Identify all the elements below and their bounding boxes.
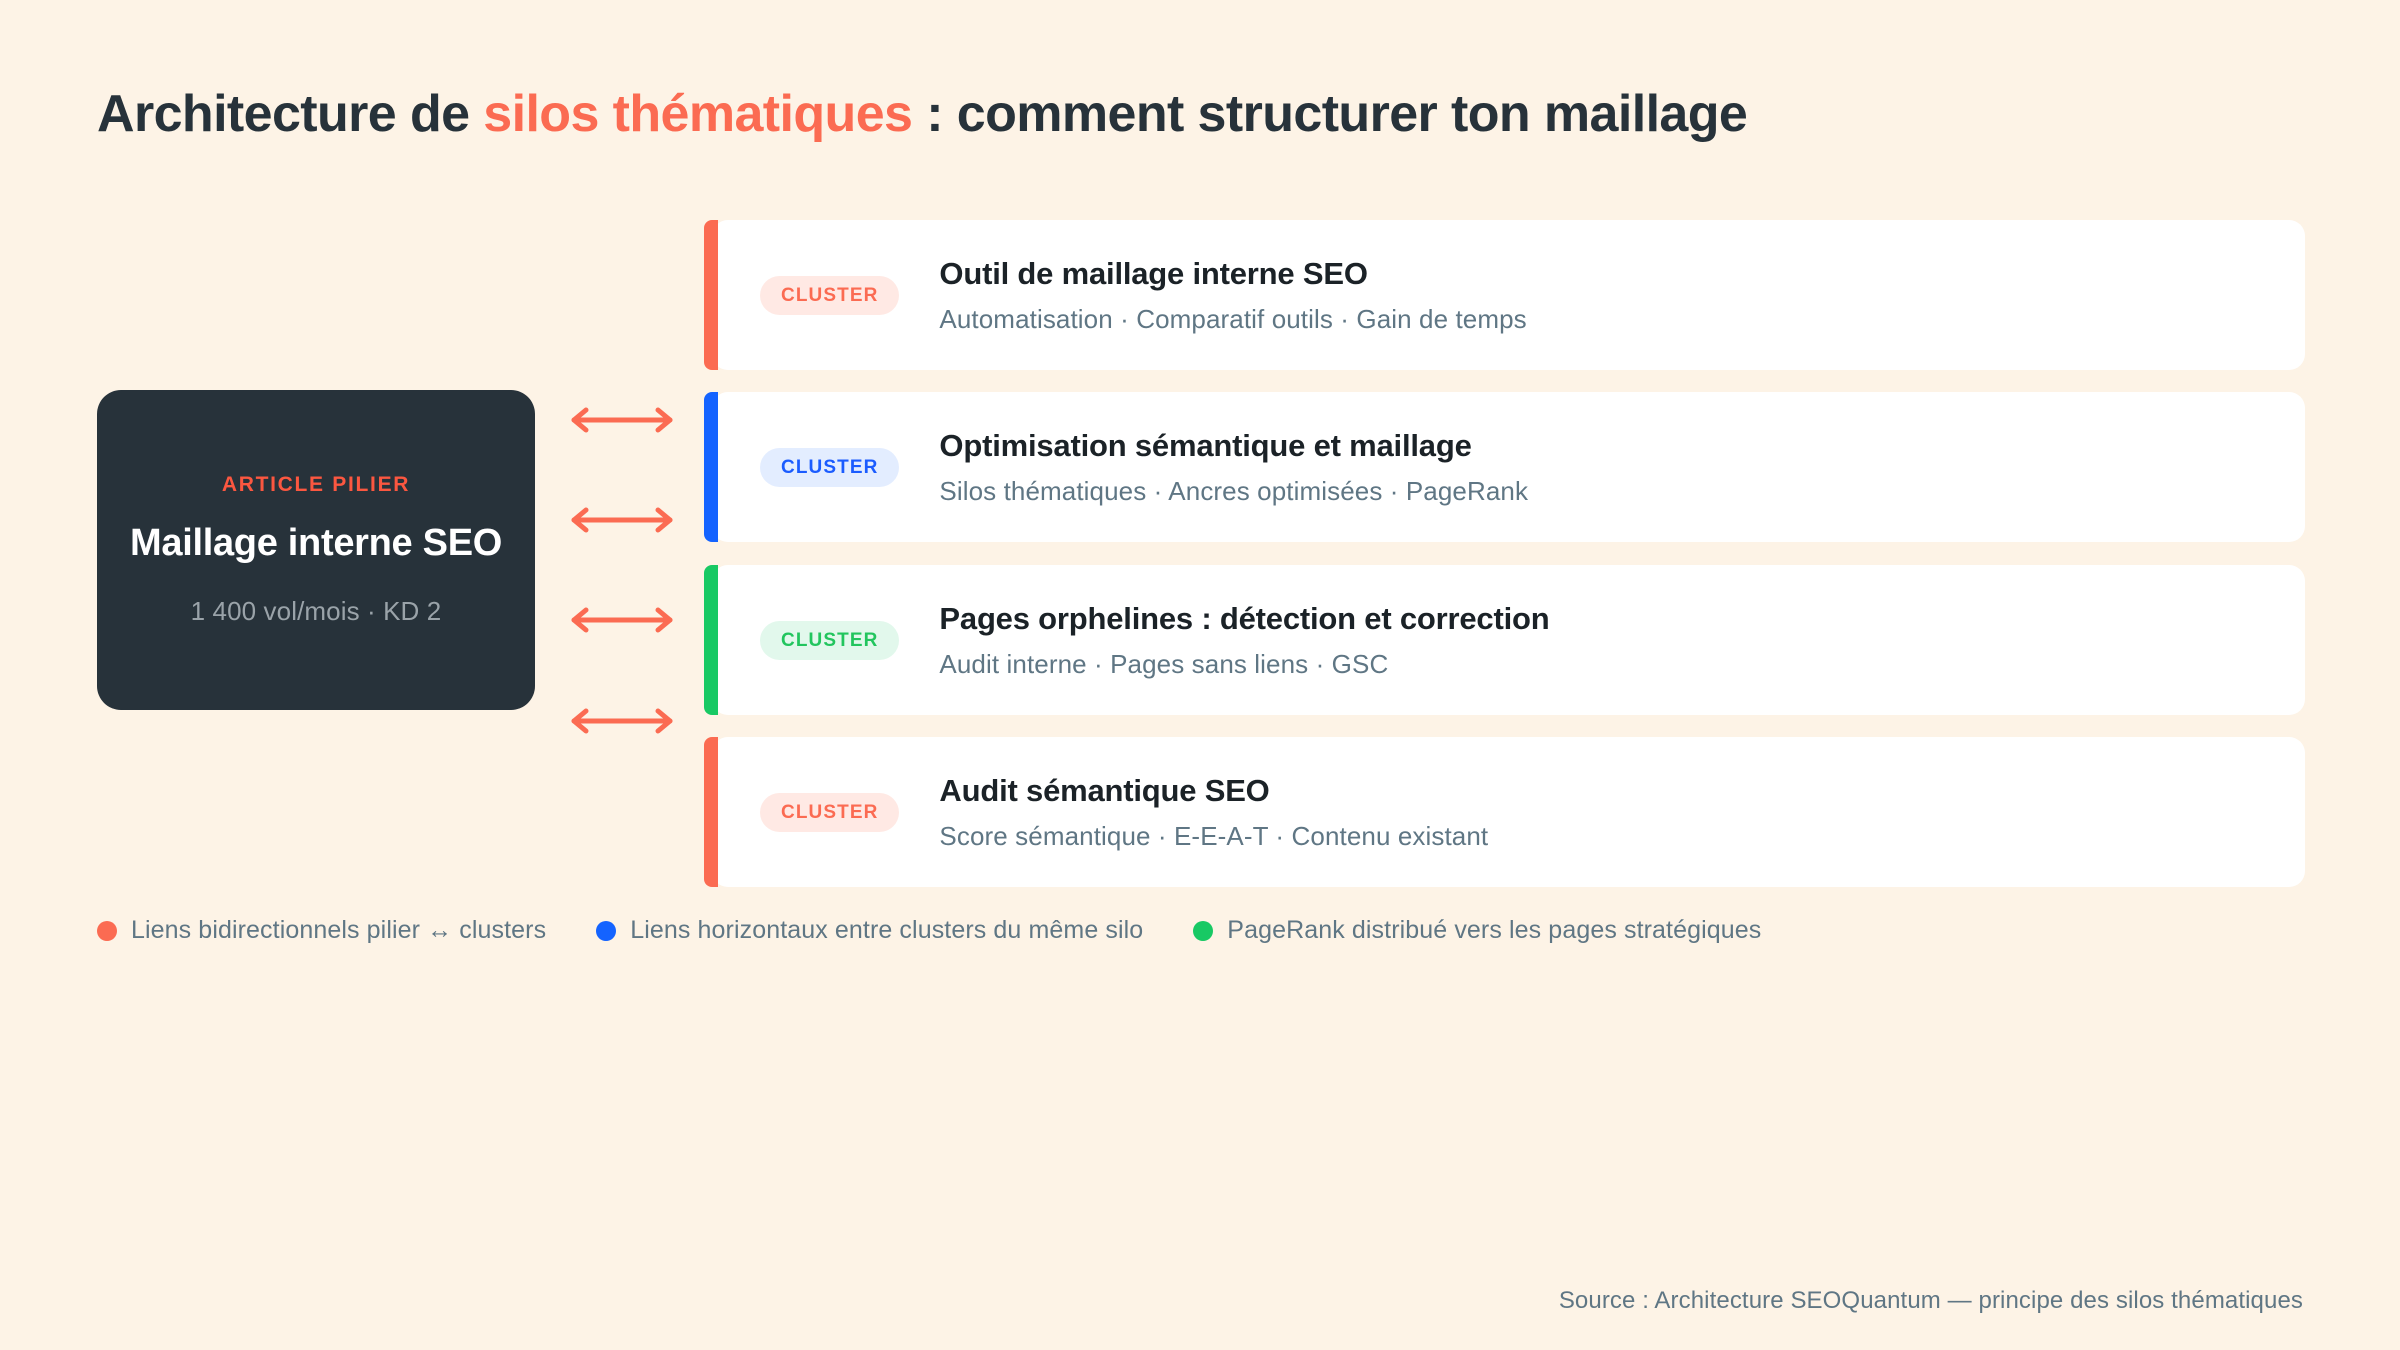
bidirectional-arrow-icon [568,704,676,738]
bidirectional-arrow-icon [568,603,676,637]
cluster-accent-bar [704,737,718,887]
page-title: Architecture de silos thématiques : comm… [97,84,1748,144]
legend-item: PageRank distribué vers les pages straté… [1193,916,1761,945]
cluster-subtitle: Silos thématiques · Ancres optimisées · … [939,475,1529,506]
pillar-article-card[interactable]: ARTICLE PILIER Maillage interne SEO 1 40… [97,390,535,710]
legend-dot-icon [97,920,117,941]
cluster-title: Audit sémantique SEO [939,772,1270,808]
pillar-title: Maillage interne SEO [130,522,502,565]
cluster-text-block: Audit sémantique SEO Score sémantique · … [939,773,1488,852]
cluster-card[interactable]: CLUSTER Optimisation sémantique et maill… [704,392,2305,542]
pillar-kicker-label: ARTICLE PILIER [221,473,411,497]
cluster-accent-bar [704,565,718,715]
cluster-card[interactable]: CLUSTER Pages orphelines : détection et … [704,565,2305,715]
cluster-subtitle: Score sémantique · E-E-A-T · Contenu exi… [939,820,1489,851]
cluster-accent-bar [704,220,718,370]
cluster-badge: CLUSTER [760,275,900,315]
legend-item: Liens bidirectionnels pilier ↔ clusters [97,916,546,945]
legend-label: PageRank distribué vers les pages straté… [1227,916,1762,944]
bidirectional-arrow-icon [568,503,676,537]
cluster-subtitle: Automatisation · Comparatif outils · Gai… [939,303,1527,334]
bidirectional-arrow-icon [568,403,676,437]
cluster-title: Pages orphelines : détection et correcti… [939,600,1550,636]
legend-item: Liens horizontaux entre clusters du même… [596,916,1143,945]
legend-dot-icon [596,920,617,941]
cluster-badge: CLUSTER [760,620,900,660]
cluster-text-block: Outil de maillage interne SEO Automatisa… [939,256,1526,335]
cluster-badge: CLUSTER [760,792,900,832]
legend-label: Liens bidirectionnels pilier ↔ clusters [131,916,547,944]
cluster-subtitle: Audit interne · Pages sans liens · GSC [939,648,1389,679]
cluster-card[interactable]: CLUSTER Audit sémantique SEO Score séman… [704,737,2305,887]
legend-dot-icon [1193,920,1214,941]
pillar-metrics: 1 400 vol/mois · KD 2 [190,595,442,626]
page-title-after: : comment structurer ton maillage [912,85,1748,143]
cluster-card[interactable]: CLUSTER Outil de maillage interne SEO Au… [704,220,2305,370]
cluster-title: Optimisation sémantique et maillage [939,427,1472,463]
cluster-badge: CLUSTER [760,447,900,487]
cluster-title: Outil de maillage interne SEO [939,255,1368,291]
cluster-accent-bar [704,392,718,542]
page-title-accent: silos thématiques [483,85,913,143]
cluster-text-block: Optimisation sémantique et maillage Silo… [939,428,1528,507]
source-caption: Source : Architecture SEOQuantum — princ… [1558,1287,2303,1314]
legend: Liens bidirectionnels pilier ↔ clusters … [97,916,1761,945]
page-title-before: Architecture de [97,85,484,143]
cluster-text-block: Pages orphelines : détection et correcti… [939,601,1549,680]
legend-label: Liens horizontaux entre clusters du même… [630,916,1144,944]
